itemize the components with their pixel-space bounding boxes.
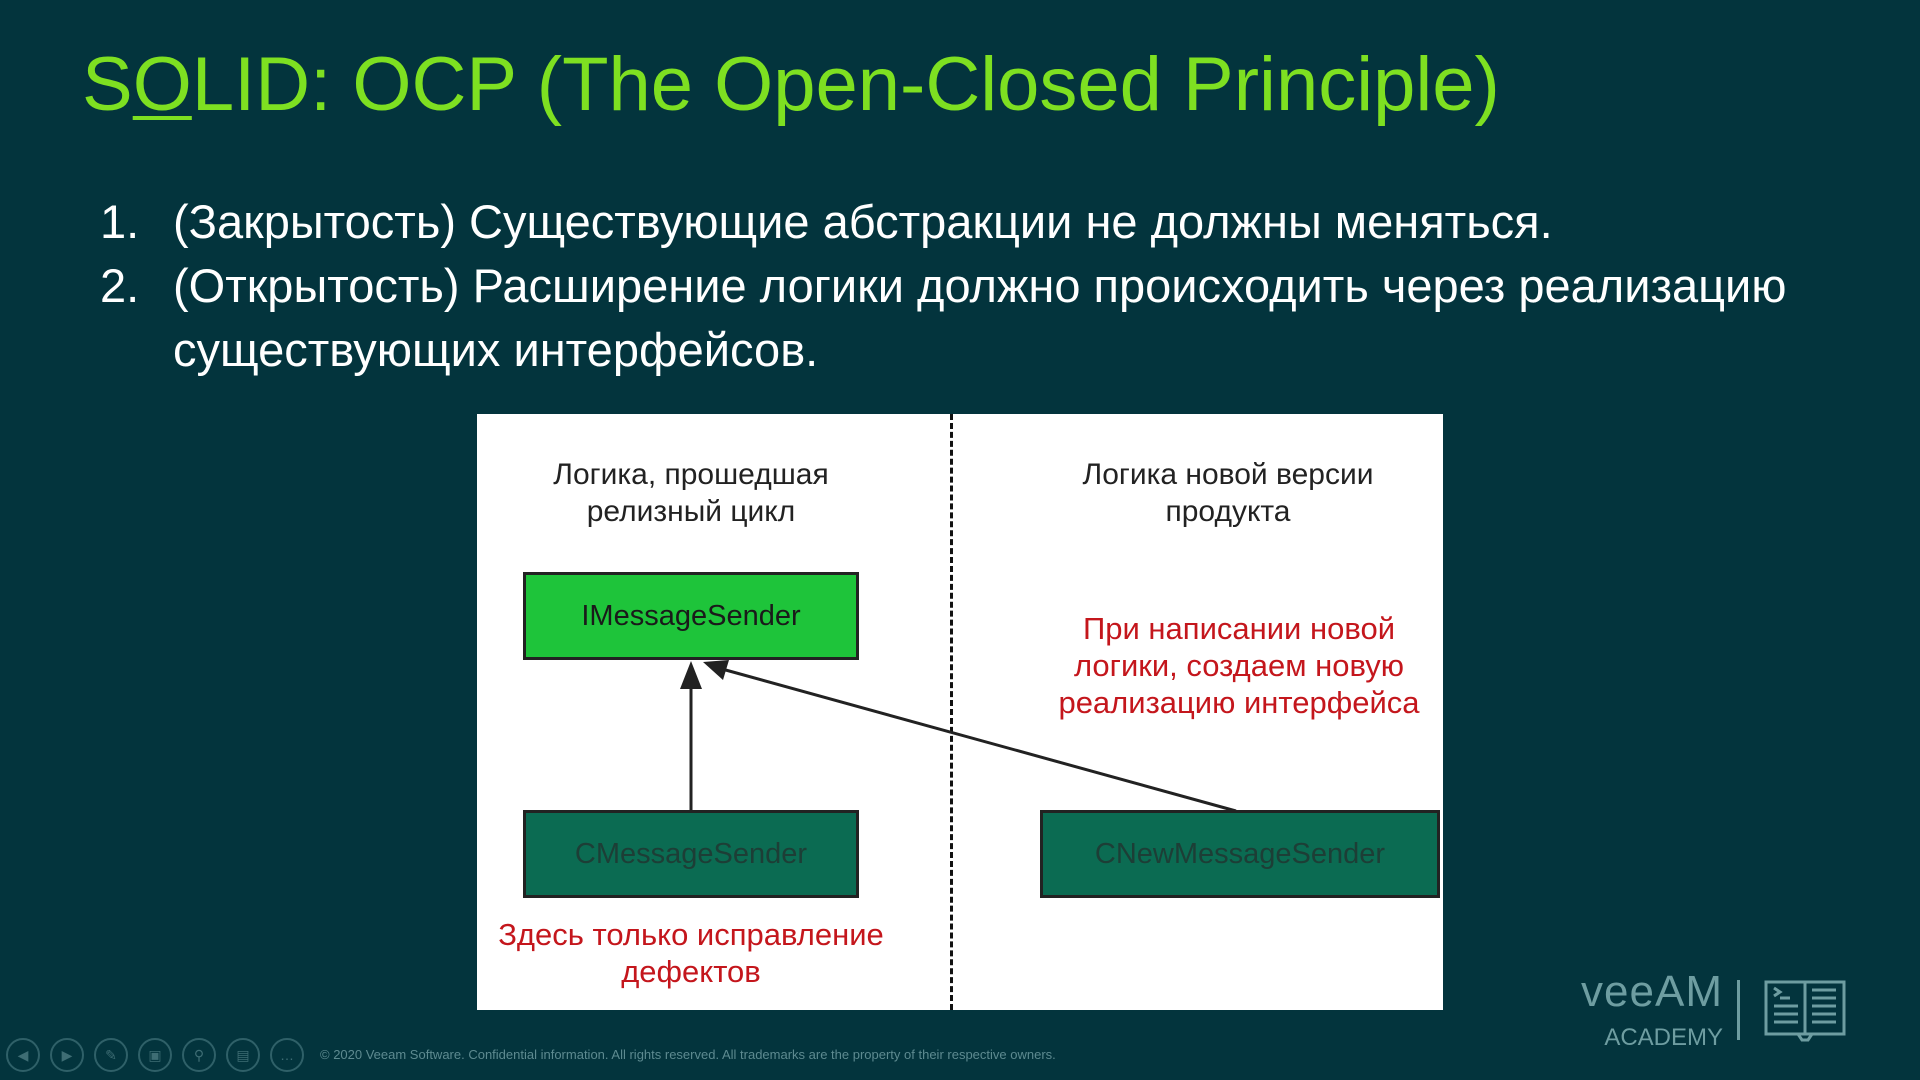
arrows [680,660,1237,813]
previous-icon[interactable]: ◀ [6,1038,40,1072]
arrow-head-icon [680,661,702,689]
slideshow-controls: ◀ ▶ ✎ ▣ ⚲ ▤ … [6,1038,304,1072]
next-icon[interactable]: ▶ [50,1038,84,1072]
pen-icon[interactable]: ✎ [94,1038,128,1072]
slide-title: SOLID: OCP (The Open-Closed Principle) [82,42,1500,127]
item-number: 2. [100,259,140,312]
divider-line [950,414,953,1010]
item-text: (Закрытость) Существующие абстракции не … [173,195,1553,248]
list-item: 1. (Закрытость) Существующие абстракции н… [100,190,1860,254]
item-number: 1. [100,195,140,248]
new-impl-box: CNewMessageSender [1040,810,1440,898]
list-item: 2. (Открытость) Расширение логики должно … [100,254,1860,382]
old-impl-box: CMessageSender [523,810,859,898]
interface-box: IMessageSender [523,572,859,660]
item-text: (Открытость) Расширение логики должно пр… [173,259,1787,376]
footer-text: © 2020 Veeam Software. Confidential info… [320,1047,1056,1062]
slides-icon[interactable]: ▣ [138,1038,172,1072]
subtitles-icon[interactable]: ▤ [226,1038,260,1072]
book-icon [1764,980,1846,1042]
points-list: 1. (Закрытость) Существующие абстракции н… [100,190,1860,382]
zoom-icon[interactable]: ⚲ [182,1038,216,1072]
logo-divider [1737,980,1740,1040]
more-icon[interactable]: … [270,1038,304,1072]
arrow-head-icon [703,660,729,680]
veeam-academy-logo: veeAM ACADEMY [1581,967,1723,1052]
